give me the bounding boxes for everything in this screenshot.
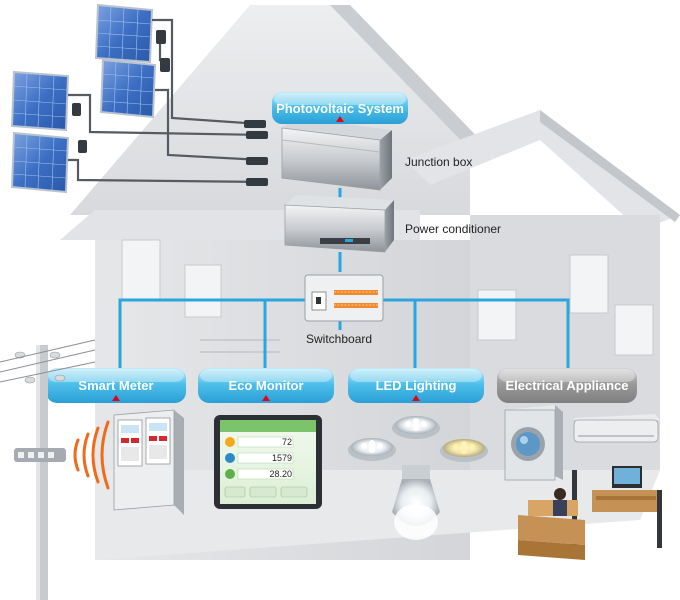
wireless-signal-icon <box>73 420 110 490</box>
led-downlight-2 <box>392 416 440 439</box>
electrical-appliance-badge: Electrical Appliance <box>497 368 637 403</box>
led-downlight-3 <box>440 439 488 462</box>
switchboard-label: Switchboard <box>306 332 372 346</box>
right-wing-wall <box>470 215 660 470</box>
eco-monitor-badge: Eco Monitor <box>198 368 334 403</box>
switchboard <box>304 274 384 322</box>
electrical-appliance-label: Electrical Appliance <box>505 378 628 393</box>
utility-pole <box>0 339 96 600</box>
eco-monitor-label: Eco Monitor <box>228 378 303 393</box>
pv-cables <box>68 18 266 184</box>
house-windows <box>121 239 654 356</box>
eco-monitor-row-2: 1579 <box>225 452 294 464</box>
photovoltaic-system-badge: Photovoltaic System <box>272 92 408 124</box>
power-wiring <box>118 188 570 370</box>
smart-meter-device <box>113 409 184 515</box>
right-roof-edge <box>540 110 680 222</box>
photovoltaic-system-label: Photovoltaic System <box>276 101 404 116</box>
led-lighting-label: LED Lighting <box>376 378 457 393</box>
right-roof <box>405 110 680 230</box>
eco-monitor-value-1: 72 <box>282 437 292 447</box>
washing-machine <box>504 405 563 481</box>
red-marker-meter <box>112 395 120 401</box>
eco-monitor-value-3: 28.20 <box>269 469 292 479</box>
eco-monitor-value-2: 1579 <box>272 453 292 463</box>
upper-roof-slope <box>330 5 490 150</box>
red-marker-eco <box>262 395 270 401</box>
eco-monitor-device: 72 1579 28.20 <box>214 415 322 509</box>
red-marker-led <box>412 395 420 401</box>
smart-meter-label: Smart Meter <box>78 378 153 393</box>
junction-box <box>281 118 392 191</box>
eco-monitor-row-1: 72 <box>225 436 294 448</box>
power-conditioner-label: Power conditioner <box>405 222 501 236</box>
solar-panel-2 <box>10 70 70 132</box>
air-conditioner <box>573 414 660 443</box>
living-room <box>518 466 662 560</box>
led-downlight-1 <box>348 438 396 461</box>
solar-panel-1 <box>94 3 154 64</box>
red-marker-pv <box>336 116 344 122</box>
smart-meter-badge: Smart Meter <box>46 368 186 403</box>
solar-panel-4 <box>10 131 70 194</box>
led-lights <box>348 416 488 540</box>
led-lighting-badge: LED Lighting <box>348 368 484 403</box>
balcony-rail <box>200 339 280 353</box>
mc4-connectors <box>72 30 268 186</box>
solar-panels <box>10 3 157 194</box>
solar-panel-3 <box>99 58 157 119</box>
led-bulb <box>392 465 440 540</box>
junction-box-label: Junction box <box>405 155 472 169</box>
power-conditioner <box>284 195 394 253</box>
eco-monitor-row-3: 28.20 <box>225 468 294 480</box>
